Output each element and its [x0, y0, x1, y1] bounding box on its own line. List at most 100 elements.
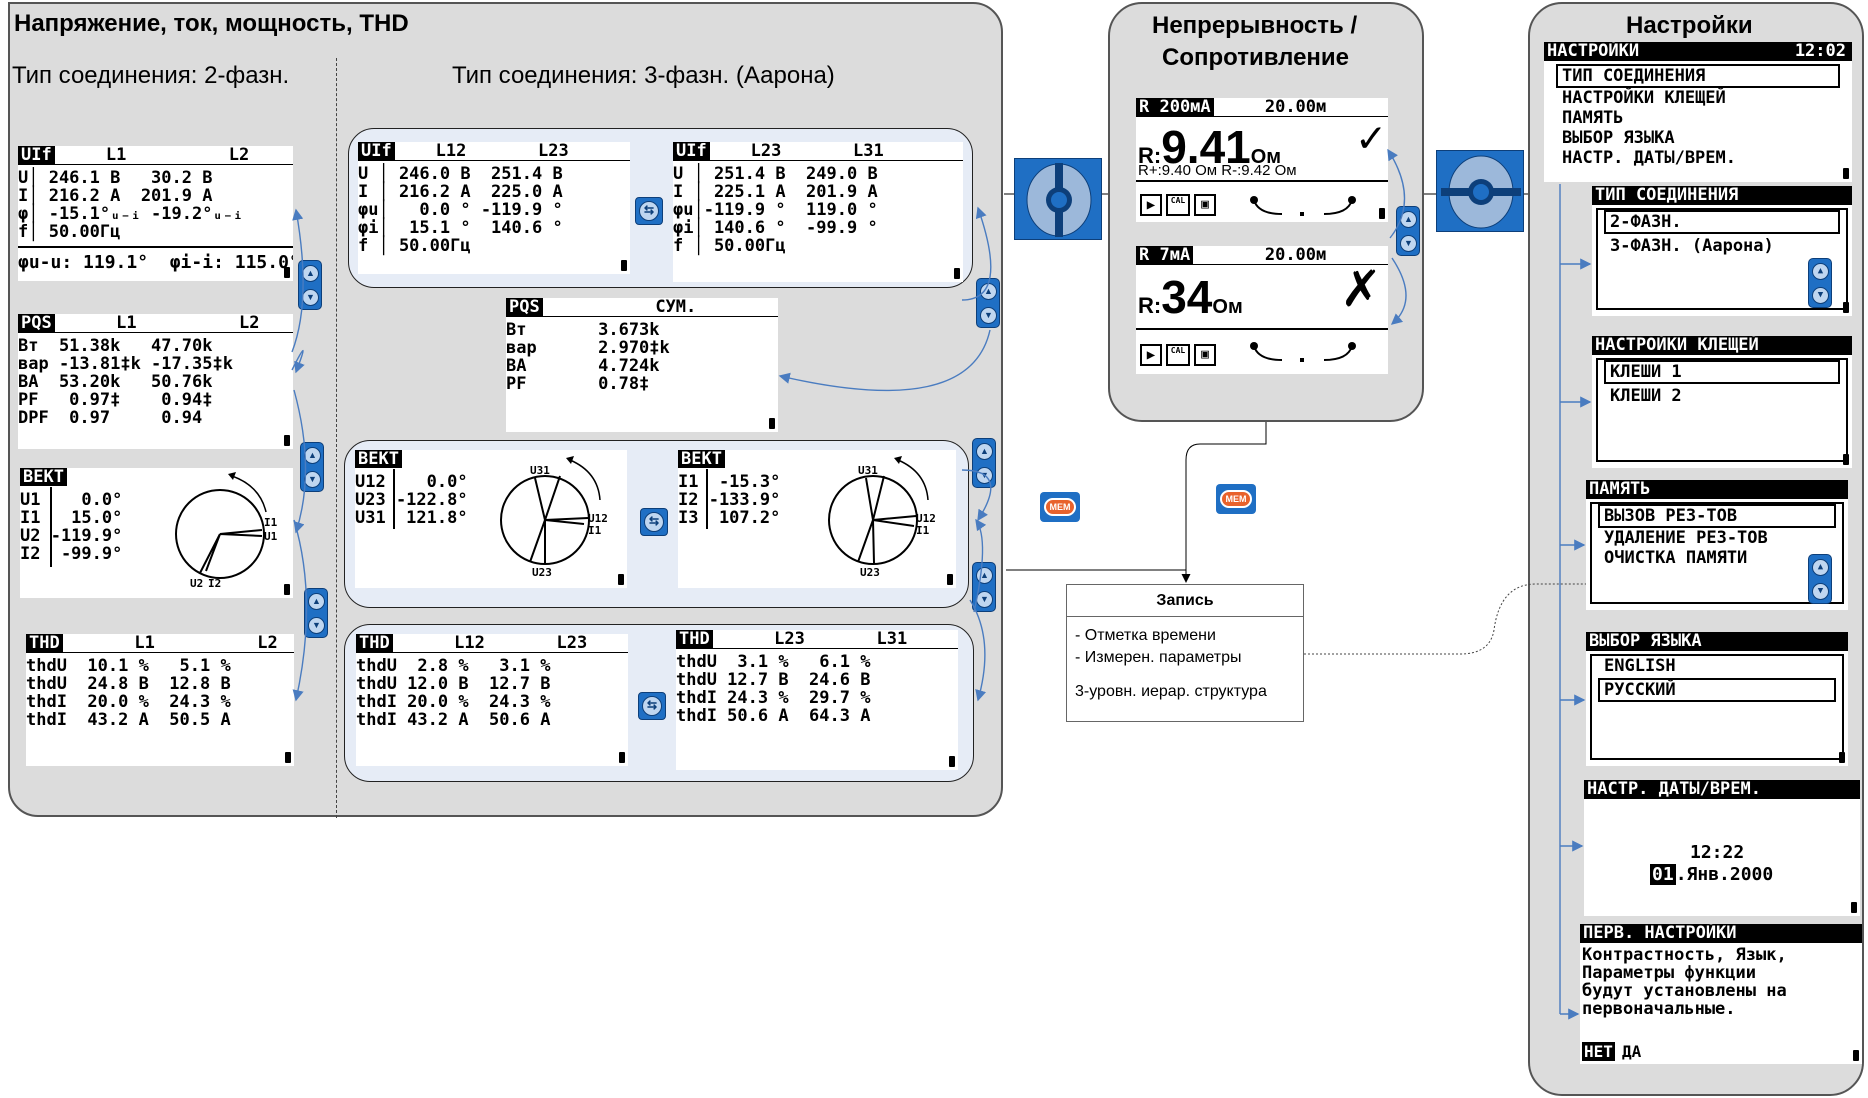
col-label: L2	[228, 146, 250, 165]
nav-updown-button[interactable]: ▲▼	[972, 562, 996, 612]
continuity-title-2: Сопротивление	[1162, 44, 1350, 71]
data-row: PF 0.97‡ 0.94‡	[18, 390, 213, 410]
menu-item[interactable]: ОЧИСТКА ПАМЯТИ	[1604, 548, 1748, 568]
menu-item[interactable]: РУССКИЙ	[1598, 678, 1836, 702]
clock: 12:02	[1794, 42, 1846, 61]
col-label: L1	[134, 634, 155, 653]
col-label: L1	[105, 146, 127, 165]
screen-date-time: НАСТР. ДАТЫ/ВРЕМ. 12:22 01.Янв.2000	[1584, 780, 1860, 916]
menu-item[interactable]: ПАМЯТЬ	[1562, 108, 1624, 128]
screen-uif-3ph-a: UIf L12 L23 U │ 246.0 В 251.4 В I │ 216.…	[358, 142, 630, 274]
data-row: U31 121.8°	[355, 508, 468, 528]
screen-settings-main: НАСТРОЙКИ 12:02 ТИП СОЕДИНЕНИЯ НАСТРОЙКИ …	[1544, 42, 1852, 182]
data-row: f│ 50.00Гц	[18, 222, 121, 242]
battery-icon	[1843, 454, 1849, 465]
menu-item[interactable]: КЛЕШИ 2	[1610, 386, 1682, 406]
data-row: thdI 20.0 % 24.3 %	[26, 692, 231, 712]
screen-pqs-3ph: PQS СУМ. Вт 3.673k вар 2.970‡k ВА 4.724k…	[506, 298, 778, 432]
data-row: φi│ 140.6 ° -99.9 °	[673, 218, 878, 238]
data-row: вар -13.81‡k -17.35‡k	[18, 354, 233, 374]
menu-item[interactable]: ТИП СОЕДИНЕНИЯ	[1556, 64, 1840, 88]
screen-initial-settings: ПЕРВ. НАСТРОЙКИ Контрастность, Язык, Пар…	[1580, 924, 1862, 1064]
screen-header: НАСТРОЙКИ КЛЕЩЕЙ	[1592, 336, 1852, 355]
nav-updown-button[interactable]: ▲▼	[972, 438, 996, 488]
time-value: 12:22	[1690, 842, 1745, 863]
vector-label: I1	[588, 524, 602, 537]
nav-leftright-button[interactable]: ⇆	[638, 692, 666, 720]
screen-header: UIf	[358, 142, 395, 160]
screen-header: НАСТРОЙКИ	[1547, 42, 1640, 61]
vector-diagram: I1 U1 U2 I2	[175, 472, 278, 590]
vector-diagram: U31 U12 I1 U23	[828, 456, 936, 579]
menu-item[interactable]: ВЫБОР ЯЗЫКА	[1562, 128, 1675, 148]
battery-icon	[621, 260, 627, 271]
data-row: I │ 216.2 А 225.0 А	[358, 182, 563, 202]
nav-updown-button[interactable]: ▲▼	[298, 260, 322, 310]
joystick-icon[interactable]	[1436, 150, 1524, 232]
no-button[interactable]: НЕТ	[1582, 1042, 1615, 1061]
menu-item[interactable]: ВЫЗОВ РЕЗ-ТОВ	[1598, 504, 1836, 528]
screen-header: ВЕКТ	[20, 468, 67, 486]
data-row: U1 0.0°	[20, 490, 123, 510]
nav-leftright-button[interactable]: ⇆	[640, 508, 668, 536]
battery-icon	[947, 574, 953, 585]
col-label: L23	[750, 142, 782, 161]
r-value: 34	[1161, 271, 1213, 323]
data-row: I1 -15.3°	[678, 472, 781, 492]
menu-item[interactable]: НАСТР. ДАТЫ/ВРЕМ.	[1562, 148, 1736, 168]
battery-icon	[618, 574, 624, 585]
settings-title: Настройки	[1626, 12, 1753, 39]
battery-icon	[1379, 208, 1385, 219]
data-row: f │ 50.00Гц	[358, 236, 471, 256]
vector-label: U31	[858, 464, 878, 477]
battery-icon	[284, 267, 290, 278]
probe-icon	[1250, 196, 1356, 216]
screen-header: R 7мА	[1136, 246, 1194, 264]
screen-header: PQS	[18, 314, 55, 332]
data-row: U12 0.0°	[355, 472, 468, 492]
screen-conn-type: ТИП СОЕДИНЕНИЯ 2-ФАЗН. 3-ФАЗН. (Аарона) …	[1592, 186, 1852, 316]
menu-item[interactable]: 3-ФАЗН. (Аарона)	[1610, 236, 1774, 256]
battery-icon	[954, 268, 960, 279]
nav-updown-button[interactable]: ▲▼	[1808, 554, 1832, 604]
data-row: I│ 216.2 А 201.9 А	[18, 186, 213, 206]
data-row: thdI 20.0 % 24.3 %	[356, 692, 551, 712]
vector-label: U31	[530, 464, 550, 477]
phase-angle-row: φu-u: 119.1° φi-i: 115.0°	[18, 252, 293, 273]
menu-item[interactable]: УДАЛЕНИЕ РЕЗ-ТОВ	[1604, 528, 1768, 548]
nav-updown-button[interactable]: ▲▼	[976, 278, 1000, 328]
mem-button[interactable]: MEM	[1040, 492, 1080, 522]
vector-label: U1	[264, 530, 278, 543]
screen-thd-3ph-b: THD L23 L31 thdU 3.1 % 6.1 % thdU 12.7 В…	[676, 630, 958, 770]
screen-thd-3ph-a: THD L12 L23 thdU 2.8 % 3.1 % thdU 12.0 В…	[356, 634, 628, 766]
data-row: I3 107.2°	[678, 508, 781, 528]
joystick-icon[interactable]	[1014, 158, 1102, 240]
vector-label: U23	[532, 566, 552, 579]
menu-item[interactable]: КЛЕШИ 1	[1604, 360, 1840, 384]
mem-button[interactable]: MEM	[1216, 484, 1256, 514]
yes-button[interactable]: ДА	[1622, 1042, 1642, 1061]
r-plus-minus: R+:9.40 Ом R-:9.42 Ом	[1138, 162, 1297, 179]
nav-updown-button[interactable]: ▲▼	[300, 442, 324, 492]
info-line: первоначальные.	[1582, 999, 1736, 1019]
screen-header: THD	[26, 634, 63, 652]
nav-updown-button[interactable]: ▲▼	[1396, 206, 1420, 256]
day-field[interactable]: 01	[1650, 864, 1676, 885]
nav-updown-button[interactable]: ▲▼	[1808, 258, 1832, 308]
vector-label: I1	[264, 516, 278, 529]
nav-updown-button[interactable]: ▲▼	[304, 588, 328, 638]
nav-leftright-button[interactable]: ⇆	[635, 197, 663, 225]
data-row: U │ 251.4 В 249.0 В	[673, 164, 878, 184]
vector-label: U2	[190, 577, 203, 590]
save-icon: ▣	[1194, 344, 1216, 366]
menu-item[interactable]: 2-ФАЗН.	[1604, 210, 1840, 234]
data-row: I1 15.0°	[20, 508, 123, 528]
screen-r7: R 7мА 20.00м R:34Ом ✗ ▶ CAL ▣	[1136, 246, 1388, 374]
record-line: - Измерен. параметры	[1075, 649, 1242, 666]
menu-item[interactable]: ENGLISH	[1604, 656, 1676, 676]
vector-label: I2	[208, 577, 221, 590]
data-row: U│ 246.1 В 30.2 В	[18, 168, 213, 188]
screen-header: ВЕКТ	[355, 450, 402, 468]
r-value: 9.41	[1161, 121, 1251, 173]
menu-item[interactable]: НАСТРОЙКИ КЛЕЩЕЙ	[1562, 88, 1726, 108]
